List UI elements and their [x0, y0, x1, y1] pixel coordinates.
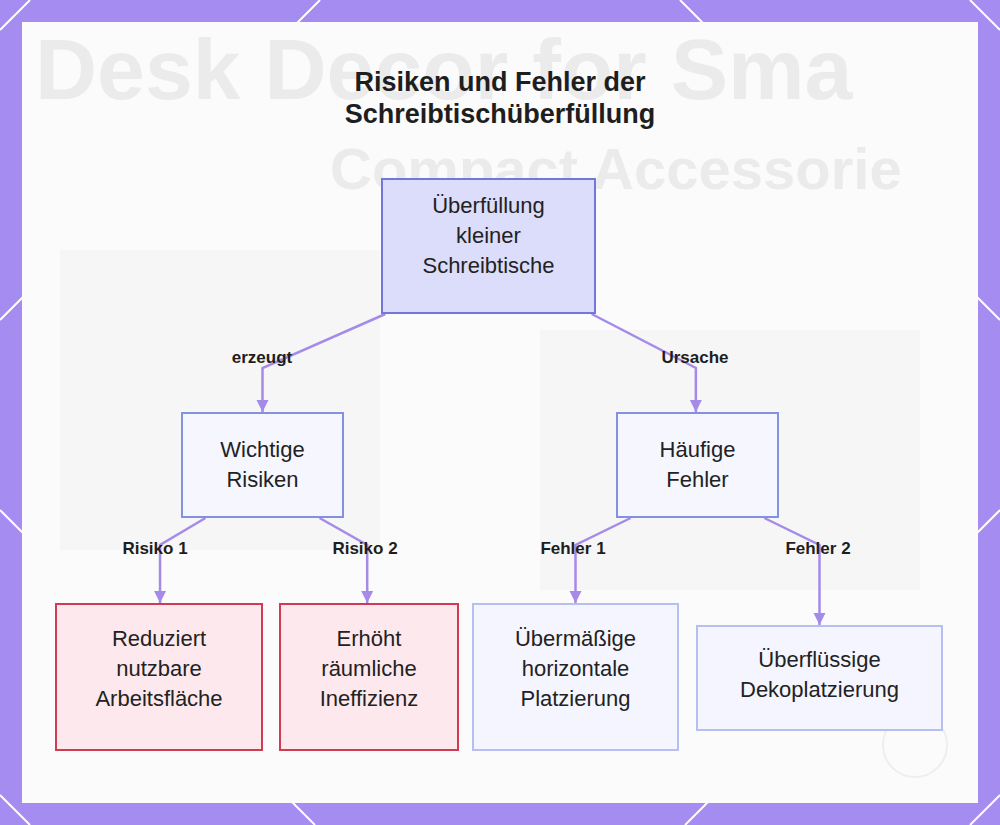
edge-label: Fehler 1: [540, 539, 605, 559]
edge-label: Risiko 1: [122, 539, 187, 559]
category-box: Wichtige Risiken: [181, 412, 344, 518]
node-text: Überflüssige Dekoplatzierung: [718, 645, 921, 705]
category-box: Häufige Fehler: [616, 412, 779, 518]
background-blur: [540, 330, 920, 590]
risk-box: Erhöht räumliche Ineffizienz: [279, 603, 459, 751]
node-text: Erhöht räumliche Ineffizienz: [301, 624, 437, 714]
node-text: Wichtige Risiken: [203, 435, 322, 495]
node-text: Häufige Fehler: [638, 435, 757, 495]
mistake-box: Übermäßige horizontale Platzierung: [472, 603, 679, 751]
connector-arrow: [764, 518, 819, 625]
diagram-title: Risiken und Fehler der Schreibtischüberf…: [290, 66, 710, 130]
node-text: Reduziert nutzbare Arbeitsfläche: [77, 624, 241, 714]
root-box: Überfüllung kleiner Schreibtische: [381, 178, 596, 314]
connector-arrow: [320, 518, 368, 603]
node-text: Übermäßige horizontale Platzierung: [494, 624, 657, 714]
connector-arrow: [160, 518, 205, 603]
node-text: Überfüllung kleiner Schreibtische: [403, 191, 574, 281]
canvas-panel: [22, 22, 978, 803]
edge-label: Fehler 2: [785, 539, 850, 559]
edge-label: erzeugt: [232, 348, 292, 368]
background-blur: [60, 250, 380, 550]
edge-label: Risiko 2: [332, 539, 397, 559]
connector-arrow: [576, 518, 631, 603]
mistake-box: Überflüssige Dekoplatzierung: [696, 625, 943, 731]
risk-box: Reduziert nutzbare Arbeitsfläche: [55, 603, 263, 751]
edge-label: Ursache: [661, 348, 728, 368]
